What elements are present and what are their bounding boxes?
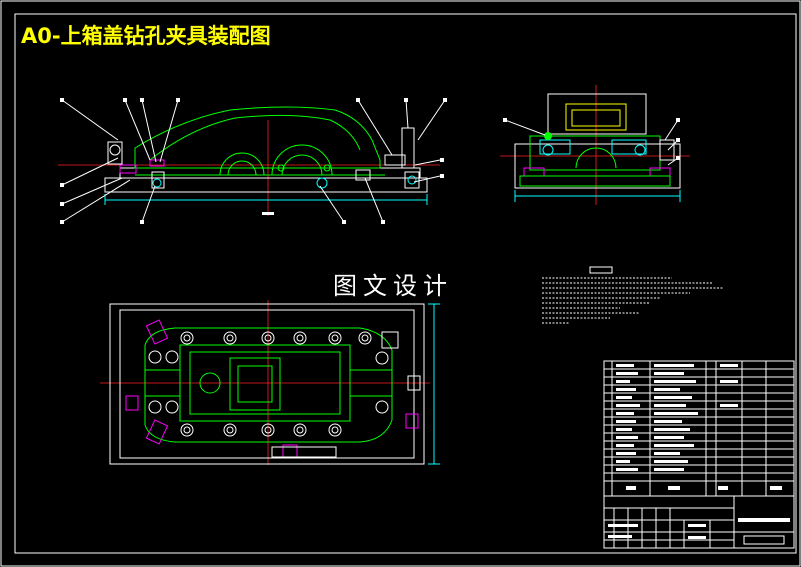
- drawing-title: A0-上箱盖钻孔夹具装配图: [21, 24, 271, 48]
- side-view: [500, 85, 690, 205]
- inner-frame: [14, 13, 797, 554]
- top-view: [100, 300, 440, 465]
- watermark-text: 图文设计: [333, 272, 453, 300]
- front-view: [58, 98, 447, 224]
- parts-list-table: [603, 360, 795, 497]
- title-block: [603, 495, 795, 549]
- technical-notes: [542, 266, 724, 324]
